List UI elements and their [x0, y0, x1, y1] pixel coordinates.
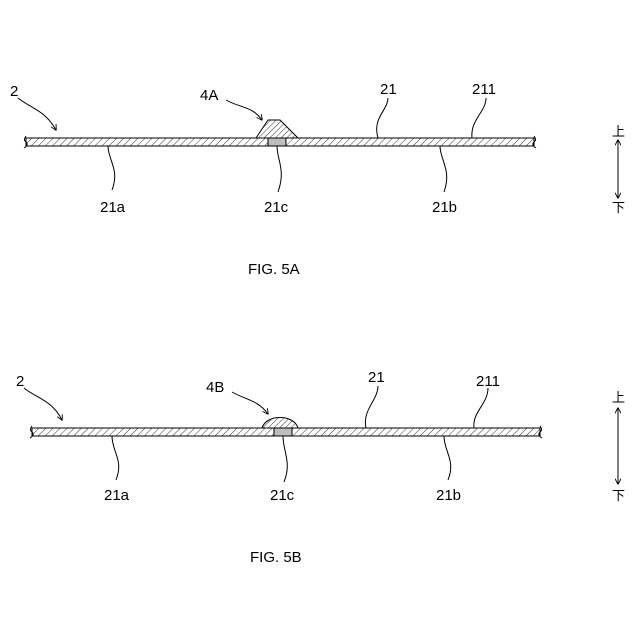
bump-4a	[256, 120, 298, 138]
label-21: 21	[380, 81, 397, 98]
direction-indicator: 上 下	[612, 391, 625, 504]
leader-21a	[108, 146, 115, 190]
direction-indicator: 上 下	[612, 125, 625, 216]
caption-fig-5b: FIG. 5B	[250, 549, 302, 566]
dir-down-label: 下	[612, 201, 625, 216]
label-21c: 21c	[264, 199, 289, 216]
center-pad-21c	[274, 428, 292, 436]
label-21a: 21a	[104, 487, 130, 504]
leader-21c	[277, 146, 281, 192]
leader-21	[365, 386, 378, 428]
dir-down-label: 下	[612, 489, 625, 504]
label-2: 2	[10, 83, 18, 100]
dir-up-label: 上	[612, 391, 625, 406]
leader-21b	[444, 436, 451, 480]
leader-21c	[283, 436, 287, 482]
label-21: 21	[368, 369, 385, 386]
figure-5b: 2 4B 21 211 21a 21c 21b 上 下 FIG. 5B	[16, 369, 625, 566]
leader-2	[24, 388, 62, 420]
leader-4b	[232, 392, 268, 414]
leader-21	[377, 98, 388, 138]
leader-211	[472, 98, 486, 138]
label-2: 2	[16, 373, 24, 390]
dir-up-label: 上	[612, 125, 625, 140]
label-21a: 21a	[100, 199, 126, 216]
bump-4b	[262, 418, 298, 429]
leader-21a	[112, 436, 119, 480]
leader-2	[18, 98, 56, 130]
label-4b: 4B	[206, 379, 224, 396]
label-21b: 21b	[432, 199, 457, 216]
label-21c: 21c	[270, 487, 295, 504]
label-211: 211	[476, 373, 500, 390]
label-21b: 21b	[436, 487, 461, 504]
figure-5a: 2 4A 21 211 21a 21c 21b 上 下 FIG. 5A	[10, 81, 625, 278]
label-211: 211	[472, 81, 496, 98]
center-pad-21c	[268, 138, 286, 146]
leader-21b	[440, 146, 447, 192]
leader-4a	[226, 100, 262, 120]
label-4a: 4A	[200, 87, 218, 104]
caption-fig-5a: FIG. 5A	[248, 261, 300, 278]
leader-211	[474, 388, 488, 428]
